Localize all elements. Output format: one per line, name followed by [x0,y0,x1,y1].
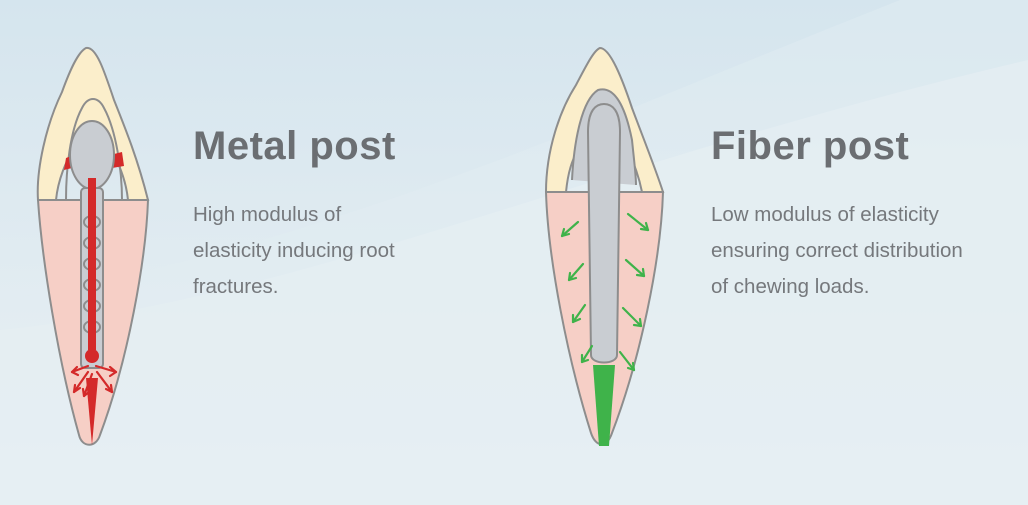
fiber-load-arrows [560,212,650,372]
metal-stress-tip-dot [85,349,99,363]
metal-stress-spike [86,378,98,445]
metal-post-desc-line: elasticity inducing root [193,239,395,262]
fiber-post-description: Low modulus of elasticity ensuring corre… [711,197,963,305]
fiber-post-desc-line: ensuring correct distribution [711,239,963,262]
fiber-post-title: Fiber post [711,124,910,168]
metal-post-desc-line: fractures. [193,275,279,298]
fiber-post-desc-line: of chewing loads. [711,275,870,298]
metal-post-title: Metal post [193,124,396,168]
metal-post-tooth-illustration [36,46,150,446]
fiber-apex-green [593,365,615,446]
fiber-post-body [586,102,622,364]
metal-post-description: High modulus of elasticity inducing root… [193,197,395,305]
fiber-post-tooth-illustration [544,46,665,446]
fiber-post-desc-line: Low modulus of elasticity [711,203,939,226]
metal-fracture-arrows [70,364,118,398]
metal-stress-core-line [88,178,96,350]
metal-post-desc-line: High modulus of [193,203,342,226]
